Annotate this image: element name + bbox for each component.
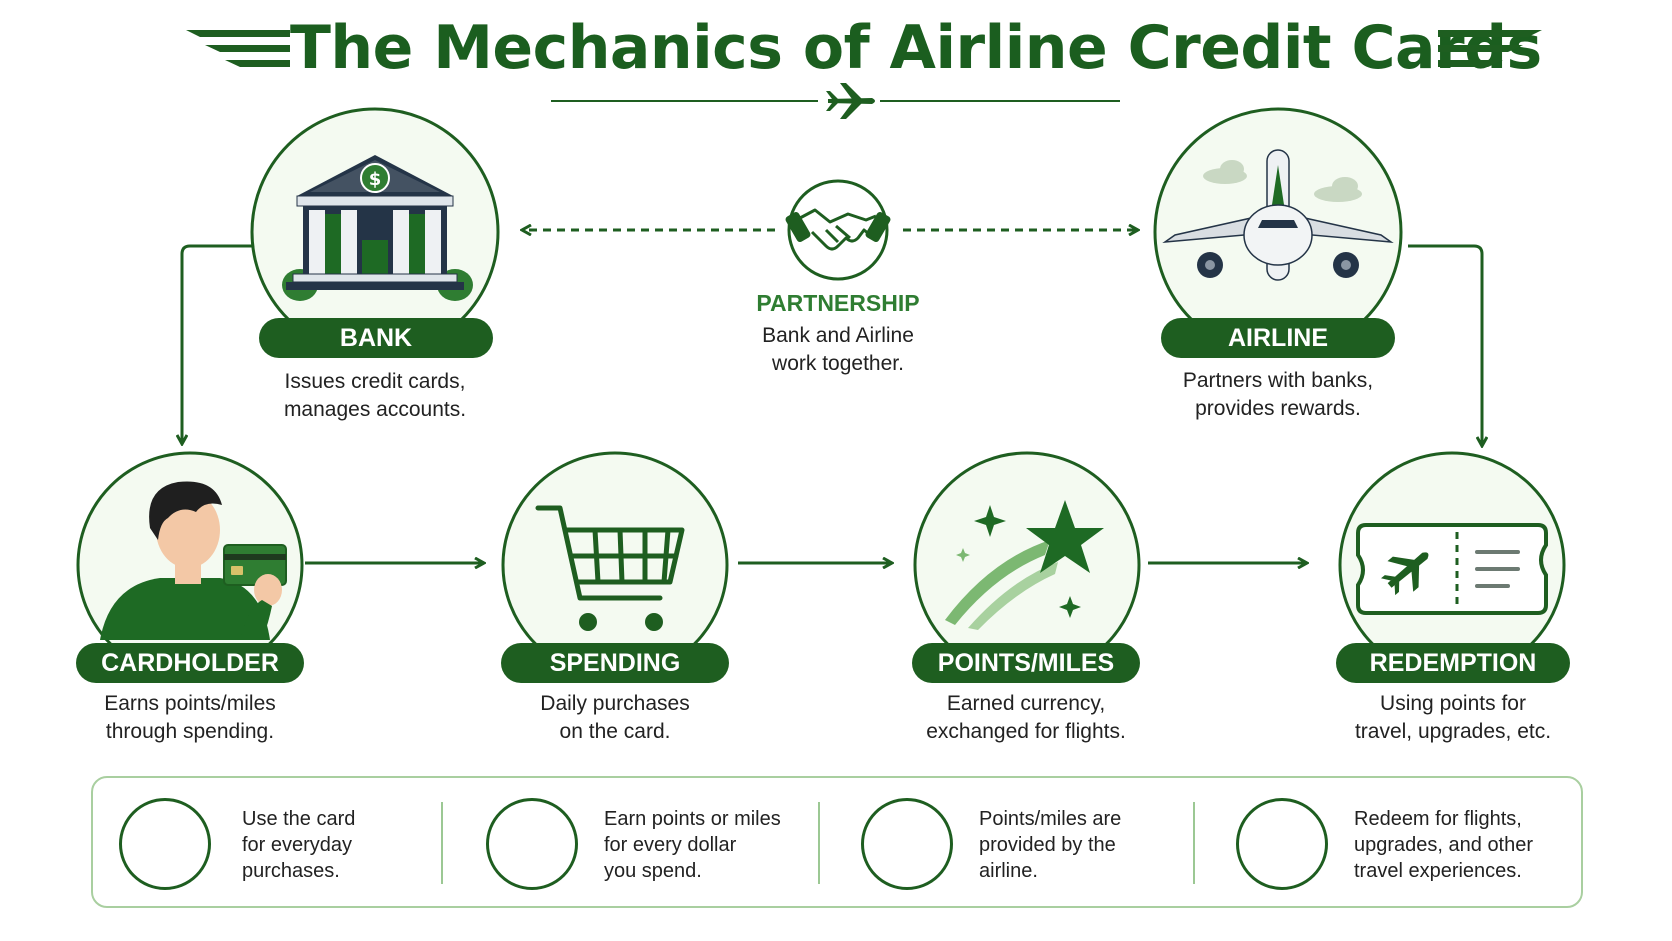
summary-text-provided-by-airline: Points/miles are provided by the airline… [979,806,1239,884]
summary-divider [441,802,443,884]
summary-text-redeem: Redeem for flights, upgrades, and other … [1354,806,1574,884]
bank-description-line: manages accounts. [283,398,467,421]
summary-text-use-card: Use the card for everyday purchases. [242,806,502,884]
summary-icon-ring [861,798,953,890]
flow-arrows [182,244,1482,563]
airline-description: Partners with banks, provides rewards. [1118,367,1438,423]
points-miles-description-line: exchanged for flights. [926,720,1126,743]
summary-panel [91,776,1583,908]
summary-divider [818,802,820,884]
shooting-star-icon [945,500,1104,630]
airplane-icon [1162,149,1394,281]
redemption-description: Using points for travel, upgrades, etc. [1293,690,1613,746]
dollar-sign-icon: $ [369,169,382,190]
spending-description-line: on the card. [559,720,671,743]
summary-line: Use the card [242,808,356,830]
summary-line: travel experiences. [1354,860,1522,882]
summary-line: you spend. [604,860,702,882]
summary-line: Points/miles are [979,808,1122,830]
summary-divider [1193,802,1195,884]
bank-building-icon: $ [282,155,473,301]
summary-text-earn-points: Earn points or miles for every dollar yo… [604,806,864,884]
summary-line: provided by the [979,834,1116,856]
summary-line: purchases. [242,860,340,882]
partnership-title: PARTNERSHIP [756,290,920,316]
points-miles-label: POINTS/MILES [912,643,1140,683]
summary-icon-ring [119,798,211,890]
small-airplane-icon [826,83,875,119]
airline-description-line: provides rewards. [1195,397,1361,420]
left-wing-decoration [186,30,290,67]
cardholder-description: Earns points/miles through spending. [30,690,350,746]
cloud-icon [1203,160,1362,202]
airline-description-line: Partners with banks, [1182,369,1374,392]
bank-label: BANK [259,318,493,358]
bank-description: Issues credit cards, manages accounts. [215,368,535,424]
summary-line: Redeem for flights, [1354,808,1522,830]
points-miles-description: Earned currency, exchanged for flights. [866,690,1186,746]
summary-line: airline. [979,860,1038,882]
cardholder-description-line: through spending. [105,720,275,743]
spending-label: SPENDING [501,643,729,683]
partnership-description: Bank and Airline work together. [700,322,976,378]
spending-description: Daily purchases on the card. [455,690,775,746]
right-wing-decoration [1438,30,1542,67]
title-divider [551,83,1120,119]
cardholder-label: CARDHOLDER [76,643,304,683]
partnership-description-line: work together. [772,352,904,375]
person-with-card-icon [100,481,287,640]
handshake-icon [785,208,891,251]
redemption-description-line: Using points for [1380,692,1526,715]
points-miles-description-line: Earned currency, [946,692,1106,715]
airplane-icon [1381,552,1429,596]
summary-line: for every dollar [604,834,737,856]
redemption-label: REDEMPTION [1336,643,1570,683]
spending-description-line: Daily purchases [540,692,690,715]
summary-line: Earn points or miles [604,808,781,830]
page-title: The Mechanics of Airline Credit Cards [290,13,1542,83]
summary-line: upgrades, and other [1354,834,1534,856]
cardholder-description-line: Earns points/miles [104,692,276,715]
shopping-cart-icon [535,505,685,631]
redemption-description-line: travel, upgrades, etc. [1354,720,1552,743]
summary-icon-ring [486,798,578,890]
airline-label: AIRLINE [1161,318,1395,358]
summary-line: for everyday [242,834,353,856]
bank-description-line: Issues credit cards, [284,370,466,393]
summary-icon-ring [1236,798,1328,890]
flight-ticket-icon [1356,523,1548,615]
partnership-description-line: Bank and Airline [762,324,914,347]
